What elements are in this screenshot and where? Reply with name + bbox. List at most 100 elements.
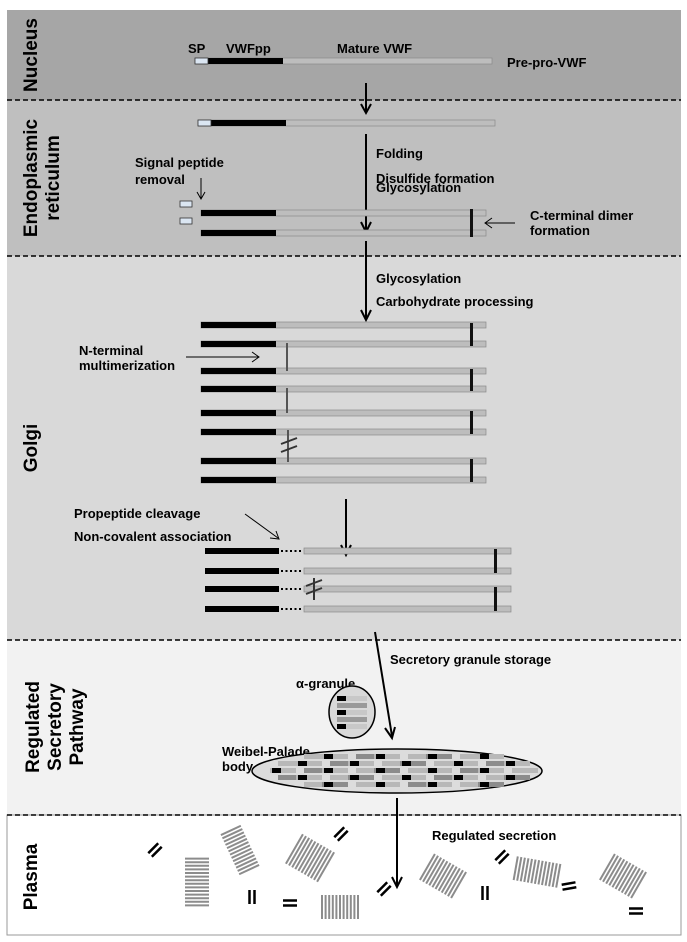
multimer-subunit xyxy=(523,858,530,883)
stored-tubule xyxy=(304,782,330,787)
stored-propeptide xyxy=(376,754,385,759)
stored-tubule xyxy=(278,761,304,766)
stored-tubule xyxy=(270,768,296,773)
stored-tubule xyxy=(296,761,322,766)
svg-text:Plasma: Plasma xyxy=(21,843,42,910)
propeptide-subunit xyxy=(201,322,276,328)
stored-tubule xyxy=(460,754,486,759)
stored-tubule xyxy=(304,768,330,773)
compartment-label-er: Endoplasmic reticulum xyxy=(21,118,64,237)
multimer-subunit xyxy=(235,857,257,869)
stored-tubule xyxy=(356,782,382,787)
multimer-label-1: N-terminal xyxy=(79,343,143,358)
plasma-dimer xyxy=(494,849,510,865)
stored-propeptide xyxy=(324,754,333,759)
dimer-subunit xyxy=(379,884,392,897)
multimer-subunit xyxy=(419,853,436,881)
stored-tubule xyxy=(452,761,478,766)
multimer-subunit xyxy=(440,866,458,894)
multimer-subunit xyxy=(611,860,629,888)
propeptide-subunit xyxy=(201,477,276,483)
stored-tubule xyxy=(460,768,486,773)
stored-tubule xyxy=(478,754,504,759)
pre-pro-vwf-label: Pre-pro-VWF xyxy=(507,55,587,70)
plasma-dimer xyxy=(376,881,392,897)
multimer-subunit xyxy=(225,834,246,846)
plasma-multimers xyxy=(147,824,647,919)
stored-tubule xyxy=(374,768,400,773)
stored-propeptide xyxy=(350,775,359,780)
stored-propeptide xyxy=(480,768,489,773)
free-signal-peptide xyxy=(179,200,193,208)
multimer-subunit xyxy=(291,837,311,868)
stored-propeptide xyxy=(428,768,437,773)
plasma-multimer xyxy=(512,856,562,888)
stored-tubule xyxy=(408,768,434,773)
dimer-subunit xyxy=(562,886,577,891)
plasma-multimer xyxy=(220,824,260,876)
wpb-label-2: body xyxy=(222,759,254,774)
stored-propeptide xyxy=(428,782,437,787)
stored-tubule xyxy=(296,775,322,780)
stored-propeptide xyxy=(480,754,489,759)
stored-tubule xyxy=(426,768,452,773)
dimer-label-1: C-terminal dimer xyxy=(530,208,633,223)
stored-tubule xyxy=(322,782,348,787)
stored-tubule xyxy=(348,775,374,780)
step-glycosylation-er: Glycosylation xyxy=(376,180,461,195)
svg-text:Pathway: Pathway xyxy=(67,688,88,766)
stored-propeptide xyxy=(402,775,411,780)
golgi-band xyxy=(7,256,681,640)
cleaved-propeptide xyxy=(205,568,279,574)
propeptide-subunit xyxy=(201,386,276,392)
multimer-subunit xyxy=(237,860,258,872)
stored-tubule xyxy=(382,775,408,780)
stored-propeptide xyxy=(376,782,385,787)
stored-tubule xyxy=(382,761,408,766)
c-terminal-bond xyxy=(494,587,497,611)
multimer-subunit xyxy=(222,828,243,840)
association-label: Non-covalent association xyxy=(74,529,232,544)
cleaved-propeptide xyxy=(205,606,279,612)
stored-tubule xyxy=(374,782,400,787)
nucleus-band xyxy=(7,10,681,100)
multimer-subunit xyxy=(516,856,523,881)
stored-tubule xyxy=(322,768,348,773)
multimer-subunit xyxy=(229,844,251,856)
arrow-to-storage xyxy=(374,631,396,741)
step-folding: Folding xyxy=(376,146,423,161)
n-terminal-bond xyxy=(286,388,288,413)
cleaved-propeptide xyxy=(205,586,279,592)
multimer-subunit xyxy=(623,867,641,895)
multimer-subunit xyxy=(300,842,320,874)
stored-tubule xyxy=(486,761,512,766)
multimer-subunit xyxy=(605,857,623,885)
multimer-subunit xyxy=(530,859,537,884)
plasma-dimer xyxy=(248,890,256,904)
stored-multimer xyxy=(337,717,367,722)
cleaved-multimer-group xyxy=(205,547,512,613)
step-glycosylation-golgi: Glycosylation xyxy=(376,271,461,286)
plasma-dimer xyxy=(561,881,577,891)
multimer-subunit xyxy=(437,864,455,892)
plasma-dimer xyxy=(629,907,643,915)
dimer-subunit xyxy=(497,852,510,865)
multimer-subunit xyxy=(450,871,467,899)
stored-tubule xyxy=(356,754,382,759)
stored-tubule xyxy=(322,754,348,759)
multimer-subunit xyxy=(431,860,449,888)
signal-peptide-segment xyxy=(194,57,209,65)
stored-propeptide xyxy=(428,754,437,759)
plasma-multimer xyxy=(185,857,209,907)
plasma-multimer xyxy=(285,833,335,883)
multimer-subunit xyxy=(555,863,562,888)
multimer-subunit xyxy=(228,841,249,853)
stored-propeptide xyxy=(337,710,346,715)
multimer-subunit xyxy=(548,862,555,887)
multimer-subunit xyxy=(443,867,461,895)
stored-tubule xyxy=(504,775,530,780)
stored-propeptide xyxy=(324,782,333,787)
er-dimer xyxy=(200,209,487,237)
alpha-granule xyxy=(328,685,376,739)
propeptide-subunit xyxy=(201,341,276,347)
